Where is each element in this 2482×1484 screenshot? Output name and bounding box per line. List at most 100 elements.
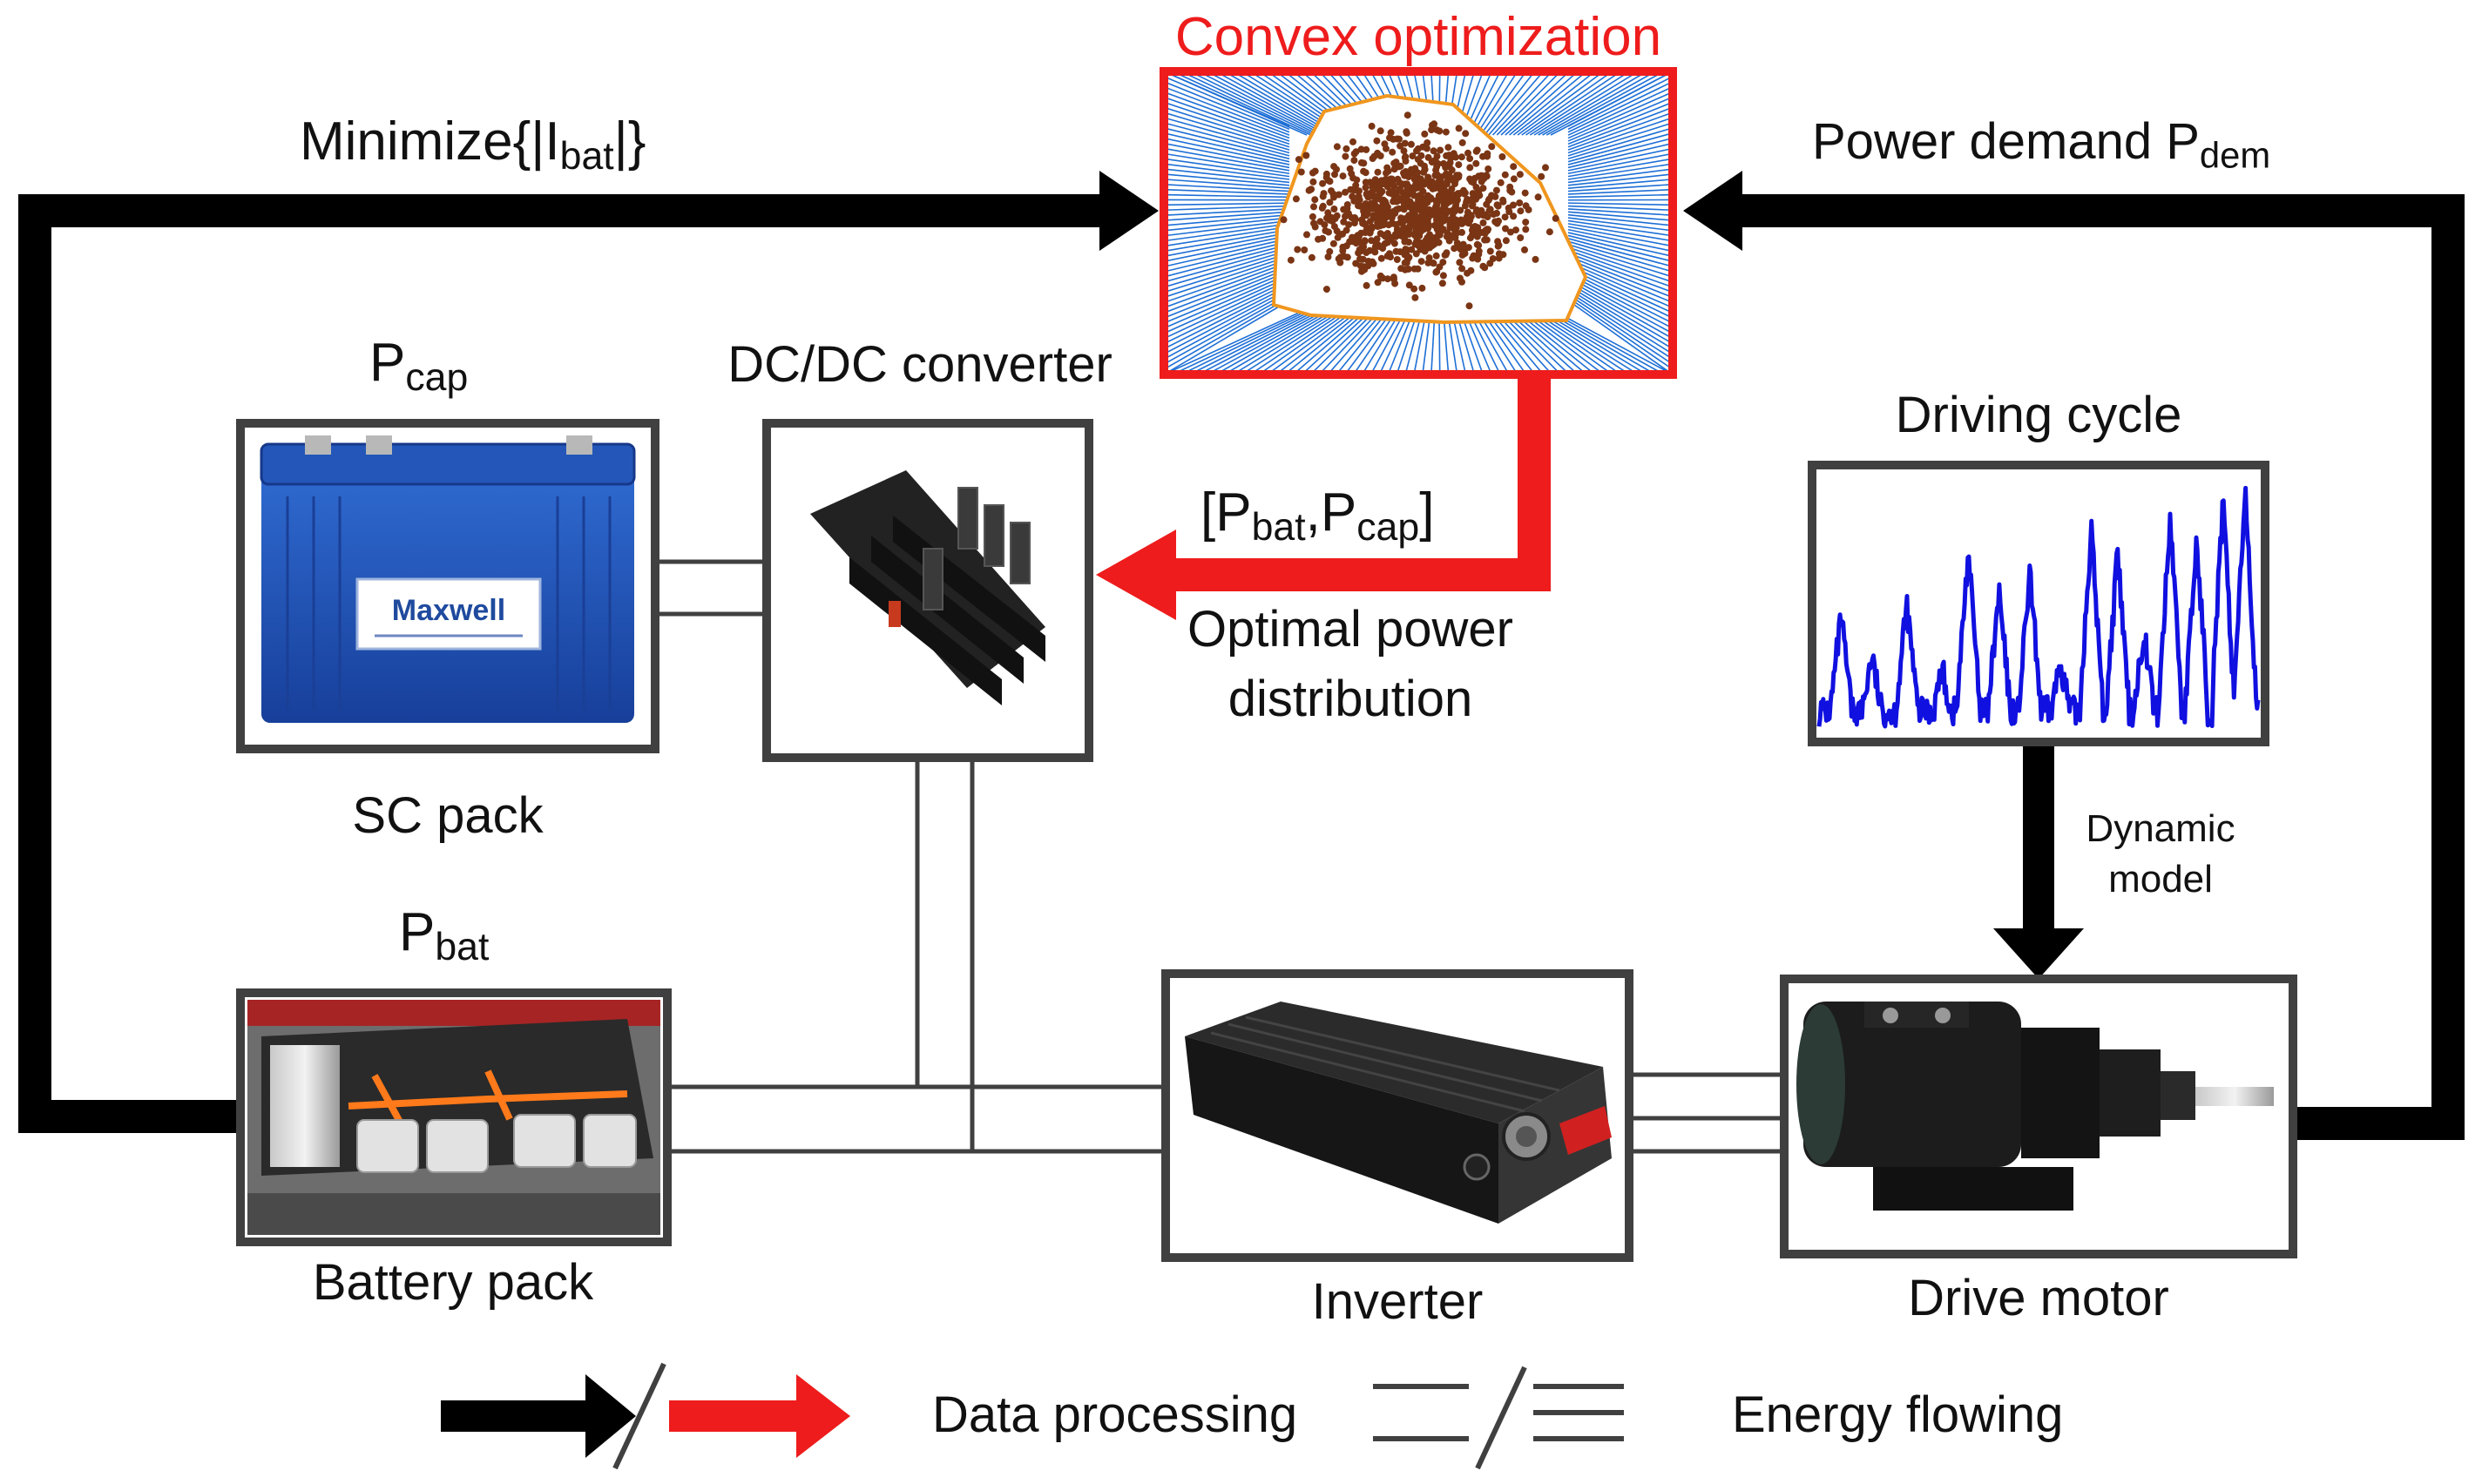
sample-point [1522,219,1530,226]
sample-point [1302,152,1310,159]
sample-point [1458,138,1466,146]
sample-point [1433,224,1441,232]
sample-point [1484,165,1492,172]
sample-point [1333,165,1340,173]
mesh-line [1491,71,1553,136]
sample-point [1414,156,1422,163]
sample-point [1472,159,1480,167]
mesh-line [1567,117,1673,154]
optimal-power-arrow-shaft [1176,376,1551,591]
drive-motor-image [1796,1002,2274,1211]
mesh-line [1164,279,1290,340]
sample-point [1406,199,1414,206]
mesh-line [1567,208,1673,216]
sample-point [1357,229,1365,237]
optimal-power-arrowhead [1096,530,1176,620]
mesh-line [1309,308,1378,374]
mesh-line [1567,152,1673,175]
mesh-line [1164,71,1290,127]
mesh-line [1223,308,1336,374]
sample-point [1479,219,1487,226]
power-demand-prefix: Power demand P [1812,113,2200,170]
mesh-line [1284,308,1365,374]
sample-point [1393,256,1401,263]
sample-point [1417,227,1424,235]
sample-point [1416,192,1424,199]
mesh-line [1164,111,1290,151]
mesh-line [1567,234,1673,263]
sample-point [1311,196,1319,204]
sample-point [1428,126,1436,134]
dynamic-model-line1: Dynamic [2086,807,2235,850]
sample-point [1368,122,1376,130]
sample-point [1501,171,1509,179]
sample-point [1405,239,1412,246]
mesh-line [1567,240,1673,273]
sample-point [1409,152,1417,160]
sample-point [1446,198,1453,206]
mesh-line [1164,132,1290,163]
dcdc-converter-label: DC/DC converter [727,336,1113,393]
sample-point [1424,173,1432,181]
sample-point [1471,174,1478,182]
sample-point [1383,203,1391,211]
mesh-line [1164,147,1290,172]
sample-point [1294,246,1302,253]
sample-point [1405,170,1413,178]
optimal-variables-open: [P [1200,482,1252,543]
sample-point [1512,226,1519,234]
legend-separator-slash [612,1362,666,1470]
sample-point [1349,186,1357,193]
dynamic-model-arrowhead [1993,928,2084,979]
sample-point [1322,226,1329,234]
sample-point [1427,194,1435,202]
mesh-line [1521,71,1613,136]
sample-point [1486,247,1494,255]
sample-point [1287,256,1295,264]
sample-point [1411,182,1419,190]
sample-point [1366,246,1374,254]
mesh-line [1471,71,1510,136]
sample-point [1413,233,1421,241]
sample-point [1458,265,1466,273]
mesh-line [1567,217,1673,232]
mesh-line [1164,219,1290,237]
mesh-line [1275,308,1362,374]
sample-point [1472,207,1480,215]
mesh-line [1164,261,1290,309]
sc-pack-box: Maxwell [236,419,659,753]
sample-point [1421,162,1428,170]
sample-point [1280,216,1288,224]
mesh-line [1164,188,1290,195]
minimize-label-prefix: Minimize{|I [300,111,560,172]
mesh-line [1198,308,1324,374]
mesh-line [1525,71,1622,136]
legend-data-processing-label: Data processing [932,1386,1298,1443]
sample-point [1482,211,1490,219]
sample-point [1438,280,1446,287]
sample-point [1374,149,1382,157]
mesh-line [1164,270,1290,324]
sample-point [1358,240,1366,248]
sample-point [1379,180,1387,188]
mesh-line [1538,71,1647,136]
sample-point [1459,240,1467,248]
mesh-line [1567,246,1673,283]
mesh-line [1164,276,1290,334]
mesh-line [1567,261,1673,309]
mesh-line [1488,71,1545,136]
sample-point [1410,285,1418,293]
sample-point [1328,187,1335,195]
battery-pack-label: Battery pack [312,1254,594,1311]
mesh-line [1164,106,1290,148]
sample-point [1502,237,1510,245]
sample-point [1417,239,1424,246]
sc-brand-logo: Maxwell [392,594,505,627]
sample-point [1373,137,1381,145]
mesh-line [1164,101,1290,145]
sample-point [1510,163,1518,171]
mesh-line [1567,101,1673,145]
sample-point [1462,130,1470,138]
sample-point [1388,213,1396,220]
sample-point [1363,281,1370,289]
